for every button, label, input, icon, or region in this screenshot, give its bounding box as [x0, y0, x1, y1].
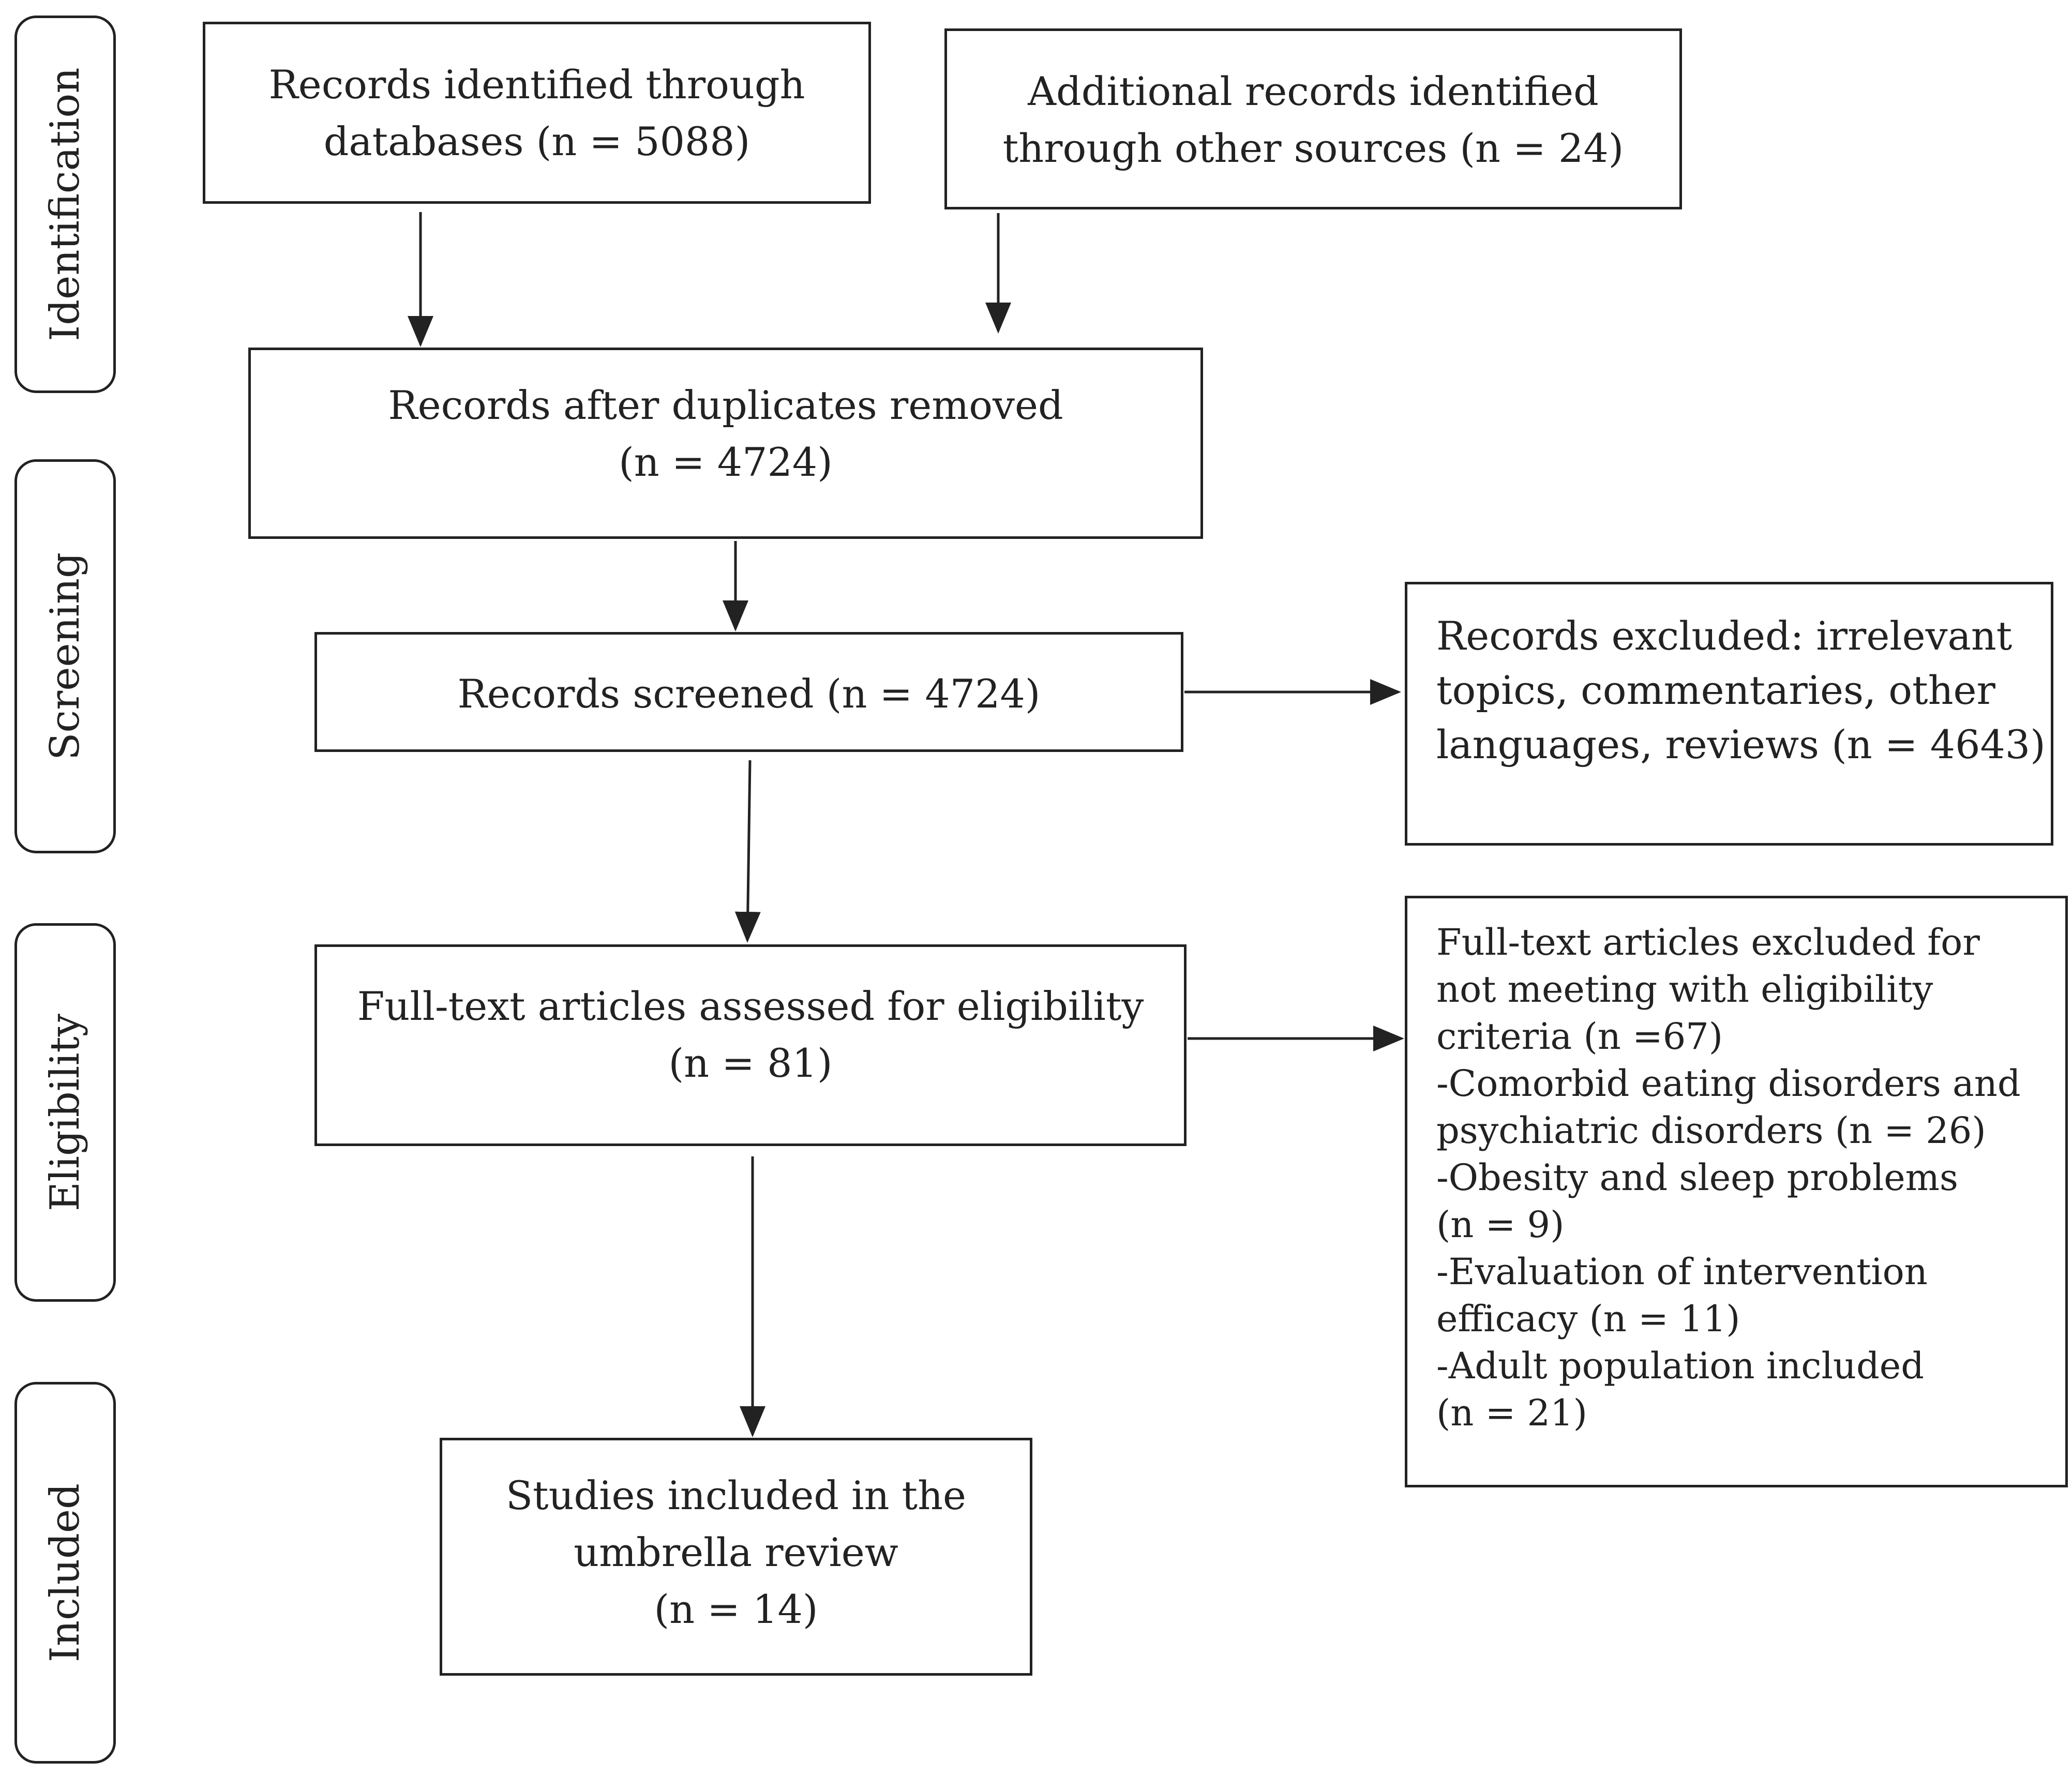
box-fulltext-excluded-line: -Evaluation of intervention: [1436, 1251, 1928, 1293]
stage-included: Included: [14, 1382, 116, 1764]
box-records-databases-line2: databases (n = 5088): [323, 118, 750, 165]
box-records-excluded-line2: topics, commentaries, other: [1436, 667, 1995, 713]
box-records-databases-line1: Records identified through: [268, 62, 805, 108]
box-fulltext-excluded-line: Full-text articles excluded for: [1436, 921, 1980, 964]
stage-screening: Screening: [14, 459, 116, 853]
box-included-studies-line3: (n = 14): [654, 1586, 818, 1633]
box-fulltext-excluded-line: criteria (n =67): [1436, 1015, 1723, 1058]
box-included-studies: Studies included in the umbrella review …: [440, 1438, 1032, 1676]
box-fulltext-excluded-line: not meeting with eligibility: [1436, 968, 1933, 1011]
box-duplicates-removed-line1: Records after duplicates removed: [388, 382, 1063, 428]
box-fulltext-excluded-line: efficacy (n = 11): [1436, 1298, 1740, 1340]
box-records-other-sources-line2: through other sources (n = 24): [1002, 125, 1624, 172]
box-records-screened: Records screened (n = 4724): [314, 632, 1183, 752]
box-fulltext-assessed-line1: Full-text articles assessed for eligibil…: [357, 983, 1144, 1029]
box-records-databases: Records identified through databases (n …: [203, 22, 871, 204]
stage-eligibility: Eligibility: [14, 923, 116, 1302]
box-duplicates-removed: Records after duplicates removed (n = 47…: [248, 348, 1203, 539]
box-records-screened-line1: Records screened (n = 4724): [457, 671, 1041, 717]
box-fulltext-excluded-line: -Obesity and sleep problems: [1436, 1156, 1958, 1199]
arrow-screened-to-fulltext: [734, 760, 761, 943]
box-fulltext-excluded-line: (n = 9): [1436, 1203, 1565, 1246]
box-included-studies-line1: Studies included in the: [505, 1472, 967, 1518]
box-fulltext-excluded-line: psychiatric disorders (n = 26): [1436, 1109, 1986, 1152]
box-fulltext-excluded-line: -Adult population included: [1436, 1345, 1925, 1387]
box-records-excluded-line3: languages, reviews (n = 4643): [1436, 721, 2046, 767]
box-records-other-sources-line1: Additional records identified: [1028, 68, 1599, 114]
box-records-excluded: Records excluded: irrelevant topics, com…: [1405, 582, 2053, 846]
box-fulltext-excluded: Full-text articles excluded for not meet…: [1405, 896, 2068, 1487]
box-records-excluded-line1: Records excluded: irrelevant: [1436, 613, 2013, 659]
box-records-other-sources: Additional records identified through ot…: [944, 28, 1682, 209]
box-fulltext-assessed: Full-text articles assessed for eligibil…: [314, 944, 1187, 1146]
box-duplicates-removed-line2: (n = 4724): [619, 439, 833, 486]
box-included-studies-line2: umbrella review: [574, 1529, 898, 1576]
box-fulltext-excluded-line: -Comorbid eating disorders and: [1436, 1062, 2021, 1105]
box-fulltext-excluded-line: (n = 21): [1436, 1392, 1587, 1434]
box-fulltext-assessed-line2: (n = 81): [668, 1040, 833, 1087]
stage-identification: Identification: [14, 16, 116, 393]
